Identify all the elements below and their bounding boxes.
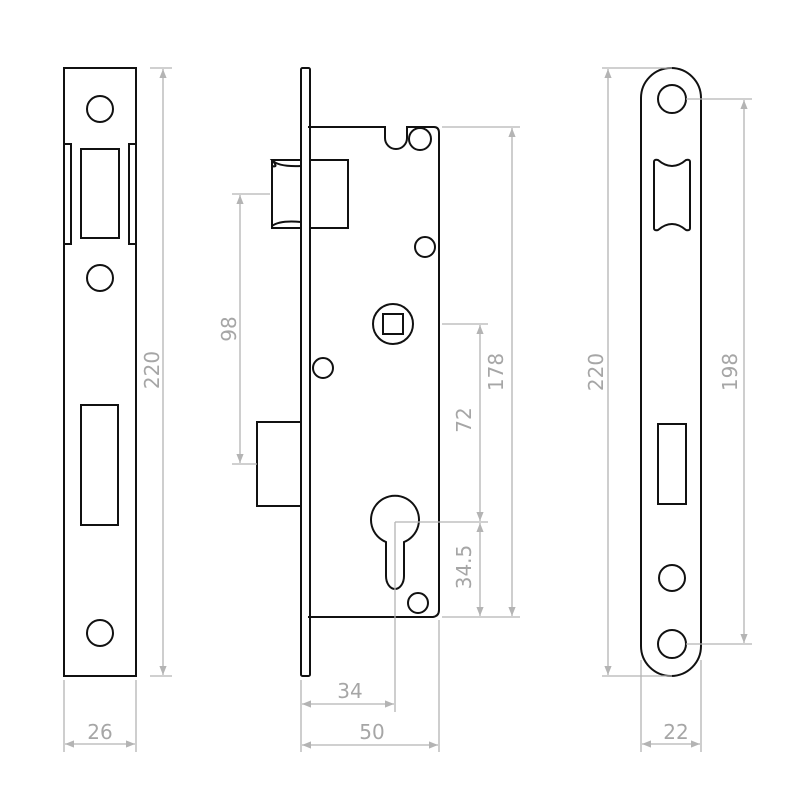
latch-opening xyxy=(653,158,691,232)
screw-hole xyxy=(658,564,686,592)
screw-hole xyxy=(312,357,334,379)
screw-hole xyxy=(86,264,114,292)
screw-hole xyxy=(657,629,687,659)
body-depth-label: 50 xyxy=(359,720,384,744)
screw-hole xyxy=(657,84,687,114)
strike-plate-view: 220 198 22 xyxy=(584,67,752,752)
body-height-label: 178 xyxy=(484,353,508,391)
backset-label: 34 xyxy=(337,679,362,703)
lock-case-outline xyxy=(308,126,440,618)
faceplate-view: 220 26 xyxy=(63,67,172,752)
faceplate-width-label: 26 xyxy=(87,720,112,744)
faceplate-side-slot xyxy=(63,143,72,245)
screw-hole xyxy=(408,127,432,151)
latch-opening xyxy=(80,148,120,239)
lock-faceplate-side xyxy=(300,67,311,677)
faceplate-side-slot xyxy=(128,143,137,245)
deadbolt-opening xyxy=(80,404,119,526)
screw-hole xyxy=(86,619,114,647)
strike-height-label: 220 xyxy=(584,353,608,391)
deadbolt-opening xyxy=(657,423,687,505)
latch-bolt xyxy=(269,159,302,228)
spindle-to-cylinder-label: 72 xyxy=(452,407,476,432)
spindle-square xyxy=(382,313,404,335)
latch-bolt-outline xyxy=(271,159,302,229)
strike-width-label: 22 xyxy=(663,720,688,744)
latch-body xyxy=(309,159,349,229)
bolt-spacing-label: 98 xyxy=(217,316,241,341)
strike-plate-outline xyxy=(640,67,702,677)
faceplate-height-label: 220 xyxy=(140,351,164,389)
spindle-hub xyxy=(372,303,414,345)
faceplate-outline xyxy=(63,67,137,677)
cylinder-to-bottom-label: 34.5 xyxy=(452,545,476,590)
screw-hole xyxy=(86,95,114,123)
screw-hole xyxy=(414,236,436,258)
screw-hole xyxy=(407,592,429,614)
strike-screw-spacing-label: 198 xyxy=(718,353,742,391)
lock-body-view: 98 178 72 34.5 34 50 xyxy=(217,67,520,752)
deadbolt xyxy=(256,421,302,507)
